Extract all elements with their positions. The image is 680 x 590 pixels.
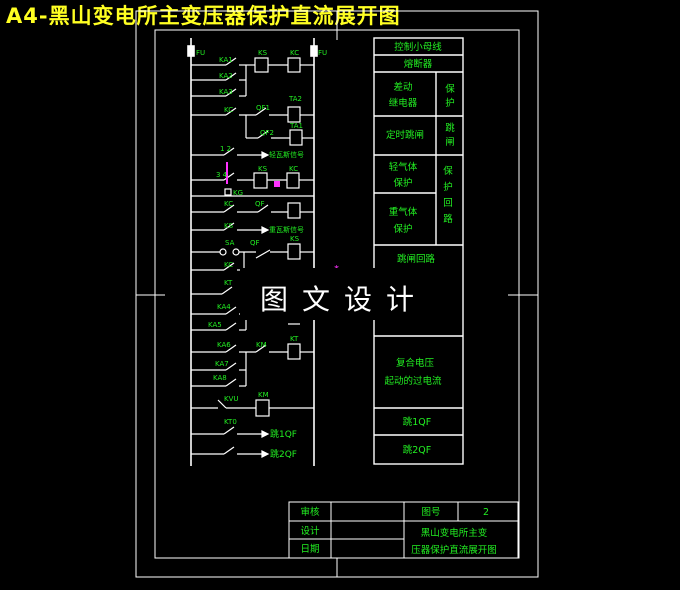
component-labels: FU FU KA1 KA2 KA3 KS KC KC QF1 TA2 QF2 T… [196,49,327,426]
label-ka3: KA3 [219,88,233,96]
panel-time-trip: 定时跳闸 [386,129,424,141]
label-n12: 1 2 [220,145,231,153]
panel-composite-1: 复合电压 [396,357,435,369]
panel-light-gas-1: 轻气体 [389,161,418,173]
label-kt2: KT [290,335,299,343]
tb-name-1: 黑山变电所主变 [421,527,488,539]
panel-trip-2qf: 跳2QF [403,444,432,456]
label-kc4: KC [224,200,233,208]
tb-date: 日期 [300,544,319,555]
label-qf3: QF [255,200,265,208]
tb-design: 设计 [300,525,320,537]
label-qf4: QF [250,239,260,247]
panel-trip-1qf: 跳1QF [403,416,432,428]
panel-trip-2: 闸 [445,136,455,148]
trip-labels: 跳1QF 跳2QF [270,428,297,460]
label-kc5: KC [224,261,233,269]
label-ka4: KA4 [217,303,231,311]
label-n34: 3 4 [216,171,228,179]
label-ka7: KA7 [215,360,229,368]
label-km2: KM [258,391,269,399]
label-ks1: KS [258,49,268,57]
label-kt0: KT0 [224,418,237,426]
label-ka6: KA6 [217,341,231,349]
magenta-markers: * [226,162,339,275]
label-ks2: KS [258,165,268,173]
watermark-text: 图文设计 [259,283,428,316]
watermark-box: 图文设计 [240,268,448,320]
label-kc1: KC [290,49,299,57]
label-to2qf: 跳2QF [270,448,297,460]
drawing-title: A4-黑山变电所主变压器保护直流展开图 [6,4,401,28]
label-qf1: QF1 [256,104,270,112]
label-ka8: KA8 [213,374,227,382]
label-signal1: 轻瓦斯信号 [269,150,304,159]
panel-prot-circuit-3: 回 [443,198,453,209]
label-ta2: TA2 [288,95,302,103]
title-block [288,501,519,559]
label-ks3: KS [224,222,234,230]
panel-trip-circuit: 跳闸回路 [397,253,436,265]
panel-composite-2: 起动的过电流 [384,375,442,387]
panel-prot-circuit-2: 护 [443,181,453,193]
label-kvu: KVU [224,395,239,403]
label-fu2: FU [318,49,327,57]
panel-heavy-gas-1: 重气体 [389,206,418,218]
panel-light-gas-2: 保护 [393,177,412,189]
label-to1qf: 跳1QF [270,428,297,440]
tb-name-2: 压器保护直流展开图 [411,544,497,556]
panel-prot-1: 保 [445,83,455,95]
panel-heavy-gas-2: 保护 [393,223,412,235]
label-ka1: KA1 [219,56,233,64]
panel-prot-circuit-1: 保 [443,165,453,177]
label-ta1: TA1 [289,122,303,130]
label-ka2: KA2 [219,72,233,80]
panel-diff-relay-1: 差动 [393,81,412,93]
title-block-text: 审核 设计 日期 图号 2 黑山变电所主变 压器保护直流展开图 [300,506,496,556]
tb-drawing-no-value: 2 [483,507,489,518]
label-ks4: KS [290,235,300,243]
tb-review: 审核 [300,506,320,518]
label-kc3: KC [289,165,298,173]
label-fu1: FU [196,49,205,57]
tb-drawing-no-label: 图号 [421,507,440,518]
label-ka5: KA5 [208,321,222,329]
label-km1: KM [256,341,267,349]
panel-ctrl-bus: 控制小母线 [394,41,442,53]
panel-fuse: 熔断器 [404,58,433,70]
label-qf2: QF2 [260,129,274,137]
label-signal2: 重瓦斯信号 [269,225,304,234]
panel-labels: 控制小母线 熔断器 差动 继电器 保 护 定时跳闸 跳 闸 轻气体 保护 重气体… [384,41,455,456]
label-kt1: KT [224,279,233,287]
panel-prot-circuit-4: 路 [443,213,453,225]
panel-prot-2: 护 [445,97,455,109]
right-panel [373,37,464,465]
label-sa: SA [225,239,235,247]
rungs [191,57,314,458]
label-kg: KG [233,189,243,197]
panel-diff-relay-2: 继电器 [389,97,418,109]
label-kc2: KC [224,106,233,114]
panel-trip-1: 跳 [445,122,455,134]
